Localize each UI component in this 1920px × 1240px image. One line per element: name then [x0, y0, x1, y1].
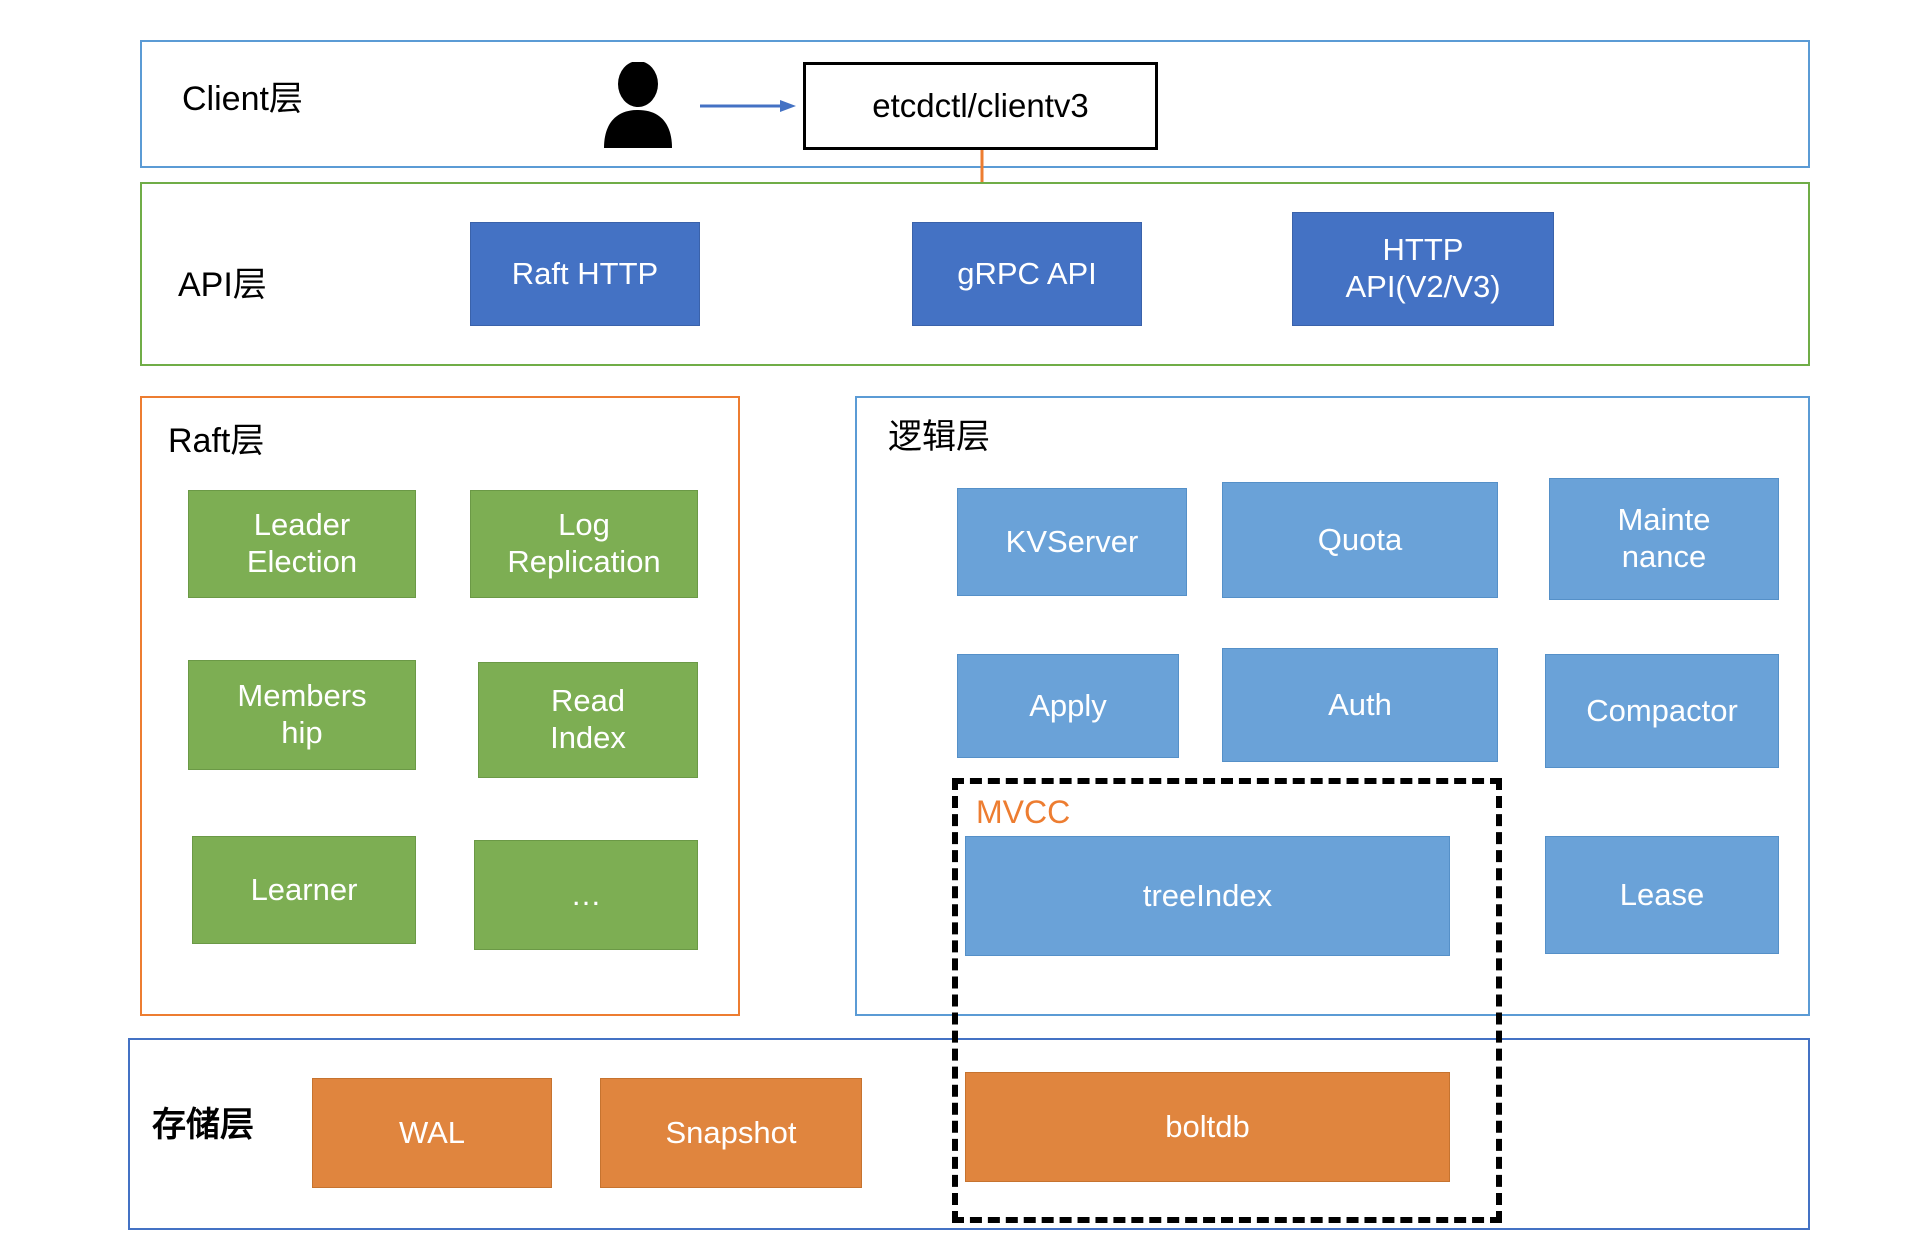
- node-kvserver[interactable]: KVServer: [957, 488, 1187, 596]
- node-learner[interactable]: Learner: [192, 836, 416, 944]
- node-log-replication[interactable]: Log Replication: [470, 490, 698, 598]
- node-auth[interactable]: Auth: [1222, 648, 1498, 762]
- logic-layer-title: 逻辑层: [888, 418, 990, 456]
- person-icon: [604, 62, 672, 148]
- node-wal[interactable]: WAL: [312, 1078, 552, 1188]
- node-leader-election[interactable]: Leader Election: [188, 490, 416, 598]
- client-layer-title: Client层: [182, 80, 303, 118]
- arrow-right-icon: [700, 100, 796, 112]
- node-lease[interactable]: Lease: [1545, 836, 1779, 954]
- node-treeindex[interactable]: treeIndex: [965, 836, 1450, 956]
- node-apply[interactable]: Apply: [957, 654, 1179, 758]
- node-more-ellipsis[interactable]: …: [474, 840, 698, 950]
- node-quota[interactable]: Quota: [1222, 482, 1498, 598]
- node-read-index[interactable]: Read Index: [478, 662, 698, 778]
- node-membership[interactable]: Members hip: [188, 660, 416, 770]
- node-grpc-api[interactable]: gRPC API: [912, 222, 1142, 326]
- mvcc-group-label: MVCC: [976, 794, 1071, 830]
- node-http-api-v2-v3[interactable]: HTTP API(V2/V3): [1292, 212, 1554, 326]
- etcdctl-clientv3-box[interactable]: etcdctl/clientv3: [803, 62, 1158, 150]
- node-maintenance[interactable]: Mainte nance: [1549, 478, 1779, 600]
- api-layer-title: API层: [178, 266, 267, 304]
- storage-layer-title: 存储层: [152, 1106, 254, 1144]
- node-boltdb[interactable]: boltdb: [965, 1072, 1450, 1182]
- node-compactor[interactable]: Compactor: [1545, 654, 1779, 768]
- node-raft-http[interactable]: Raft HTTP: [470, 222, 700, 326]
- raft-layer-title: Raft层: [168, 422, 265, 460]
- node-snapshot[interactable]: Snapshot: [600, 1078, 862, 1188]
